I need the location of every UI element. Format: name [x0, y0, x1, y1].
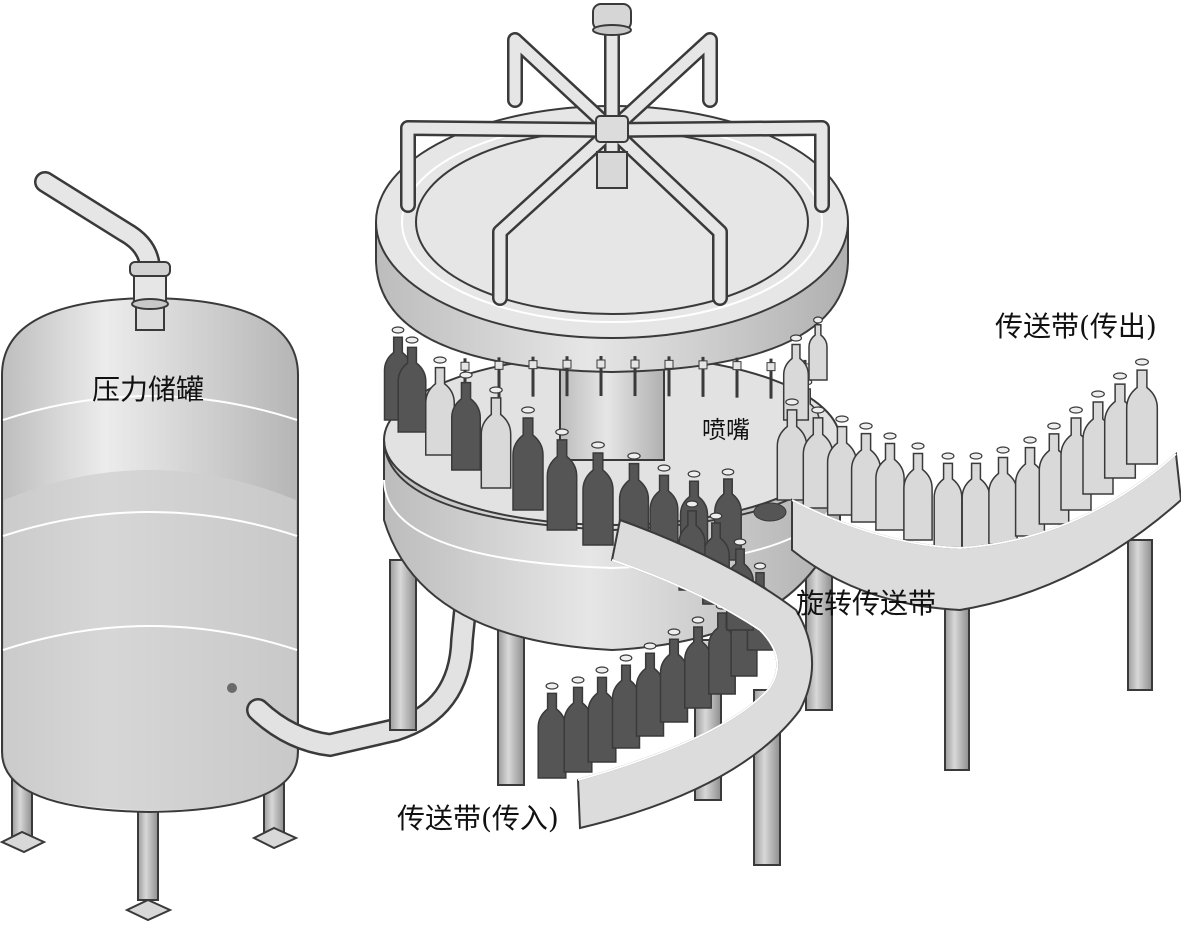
bottle — [563, 676, 593, 773]
label-infeed-conveyor: 传送带(传入) — [397, 802, 559, 835]
bottle — [875, 432, 905, 531]
label-nozzle: 喷嘴 — [702, 416, 750, 444]
bottle — [635, 642, 665, 737]
bottle — [933, 452, 963, 549]
bottle — [512, 406, 544, 511]
bottle — [1125, 358, 1159, 465]
infeed-conveyor — [537, 500, 814, 830]
label-rotary-conveyor: 旋转传送带 — [796, 587, 937, 620]
bottle — [480, 386, 512, 489]
bottle — [611, 654, 641, 749]
bottle — [903, 442, 933, 541]
label-outfeed-conveyor: 传送带(传出) — [995, 310, 1157, 343]
bottle — [782, 334, 810, 421]
bottle — [537, 682, 567, 779]
tank-liquid — [4, 470, 297, 810]
bottle — [582, 441, 614, 546]
nozzle — [664, 356, 674, 397]
nozzle — [698, 356, 708, 397]
nozzle — [596, 356, 606, 397]
pipe-hub — [592, 3, 632, 189]
outfeed-conveyor — [776, 358, 1181, 771]
nozzle — [562, 356, 572, 397]
pressure-tank — [0, 171, 299, 922]
drain-marker — [753, 502, 787, 522]
bottle — [397, 336, 427, 433]
bottle — [961, 452, 991, 549]
nozzle — [732, 357, 742, 398]
bottle — [425, 356, 455, 456]
nozzle — [766, 358, 776, 399]
bottle — [850, 422, 882, 523]
nozzle — [528, 356, 538, 397]
bottle — [451, 371, 481, 471]
outfeed-bottles — [776, 358, 1159, 549]
nozzle — [630, 356, 640, 397]
bottle — [988, 446, 1018, 545]
label-pressure-tank: 压力储罐 — [92, 373, 205, 406]
bottle — [808, 316, 828, 381]
bottle — [587, 666, 617, 763]
bottle — [546, 428, 578, 531]
